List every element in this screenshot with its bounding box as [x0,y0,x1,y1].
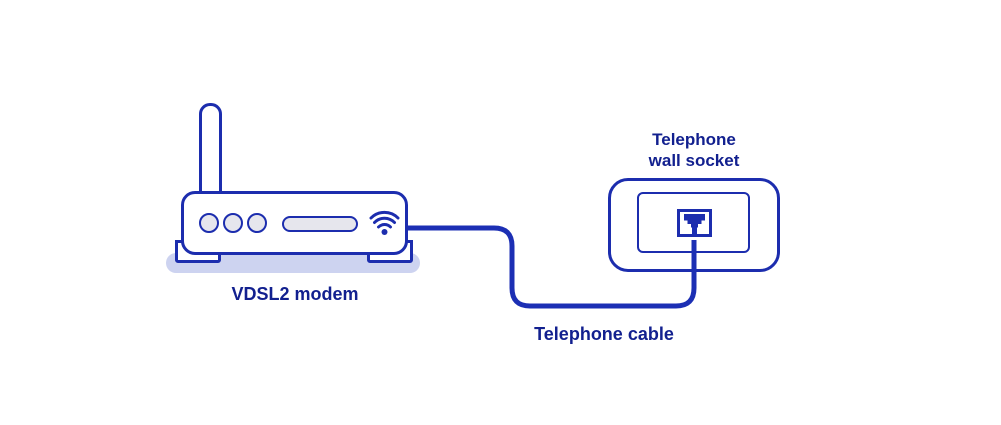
wall-socket-label: Telephone wall socket [594,129,794,171]
wall-socket-label-line1: Telephone [652,130,736,149]
rj11-jack-icon [677,209,712,237]
display-panel [282,216,358,232]
cable-label: Telephone cable [534,324,674,344]
antenna-icon [199,103,222,196]
modem-label: VDSL2 modem [231,284,359,304]
led-light [223,213,243,233]
led-light [247,213,267,233]
wifi-icon [369,210,400,235]
led-light [199,213,219,233]
modem-shadow [166,253,420,273]
wall-socket-label-line2: wall socket [648,151,740,170]
